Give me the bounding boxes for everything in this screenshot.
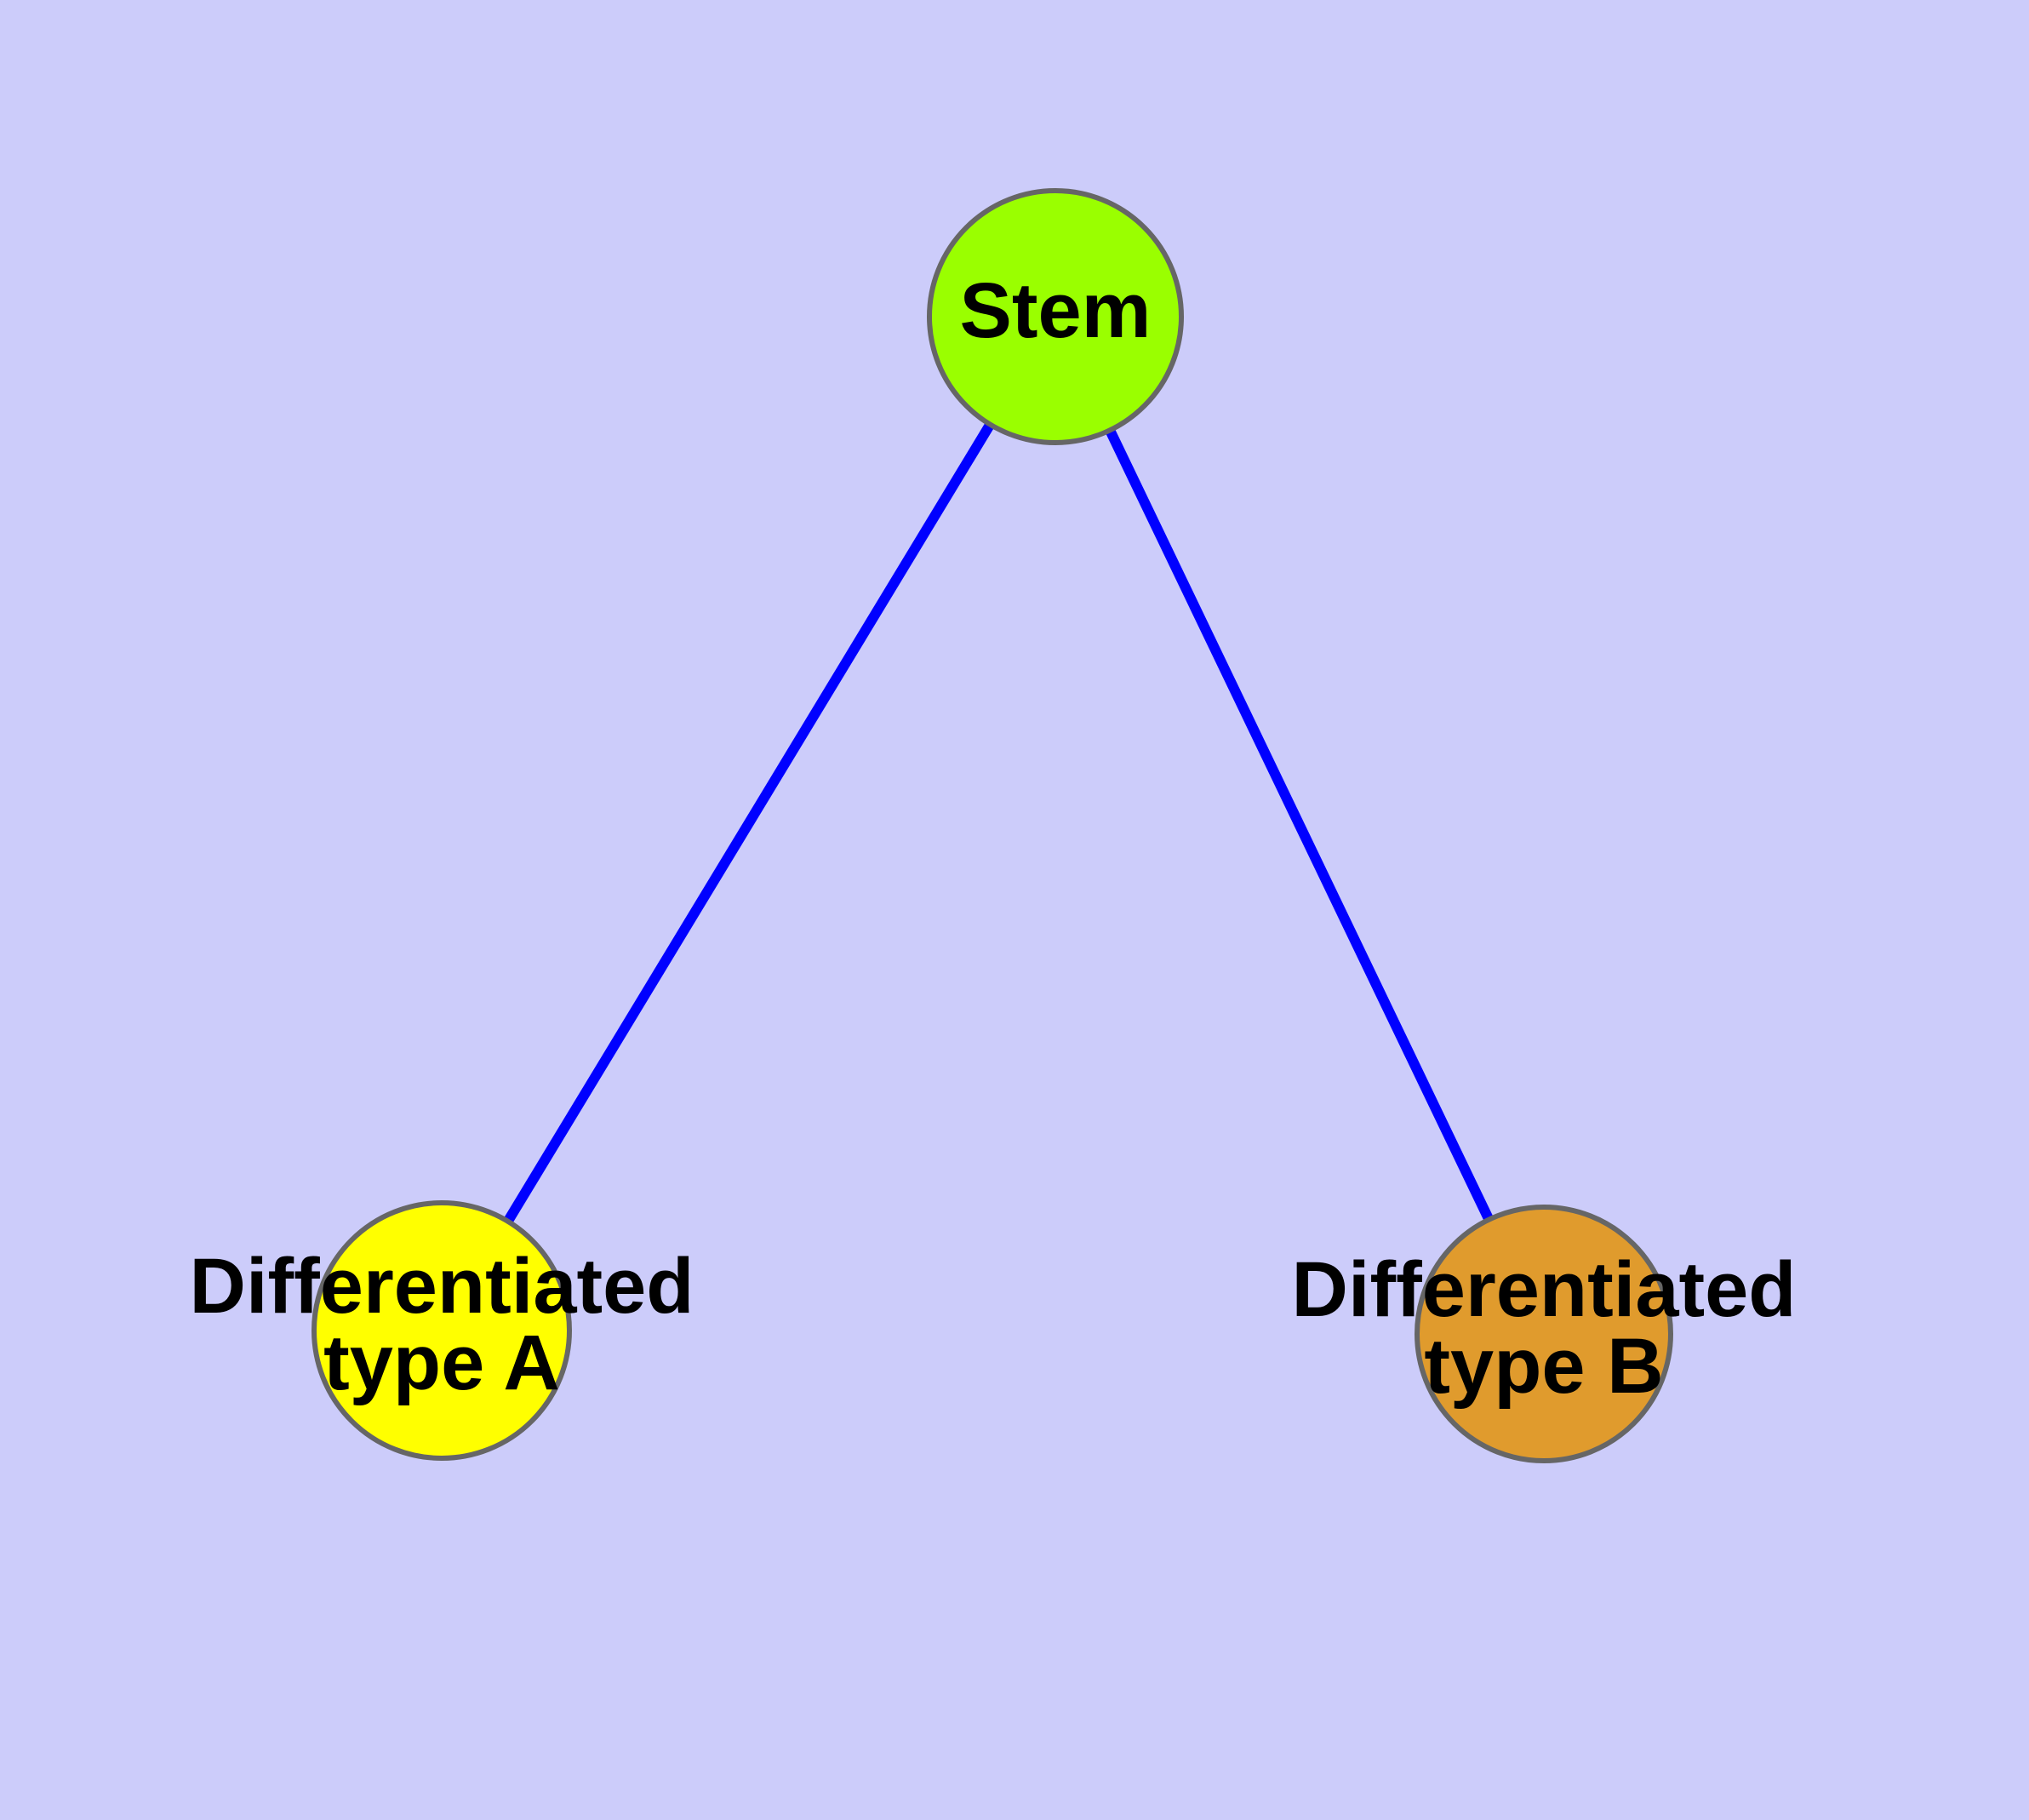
node-label-line: type B <box>1424 1323 1663 1410</box>
edge-stem-diff-a[interactable] <box>437 313 1060 1334</box>
edges-layer <box>437 313 1549 1336</box>
node-label-line: type A <box>323 1319 560 1406</box>
node-label-line: Differentiated <box>190 1243 694 1330</box>
node-label-line: Stem <box>960 267 1152 354</box>
node-label-line: Differentiated <box>1292 1246 1797 1333</box>
edge-stem-diff-b[interactable] <box>1050 314 1549 1336</box>
node-diff-b[interactable] <box>1415 1205 1673 1463</box>
node-label-stem: Stem <box>960 267 1152 354</box>
node-stem[interactable] <box>927 188 1184 445</box>
node-diff-a[interactable] <box>311 1200 572 1461</box>
nodes-layer <box>311 188 1673 1463</box>
